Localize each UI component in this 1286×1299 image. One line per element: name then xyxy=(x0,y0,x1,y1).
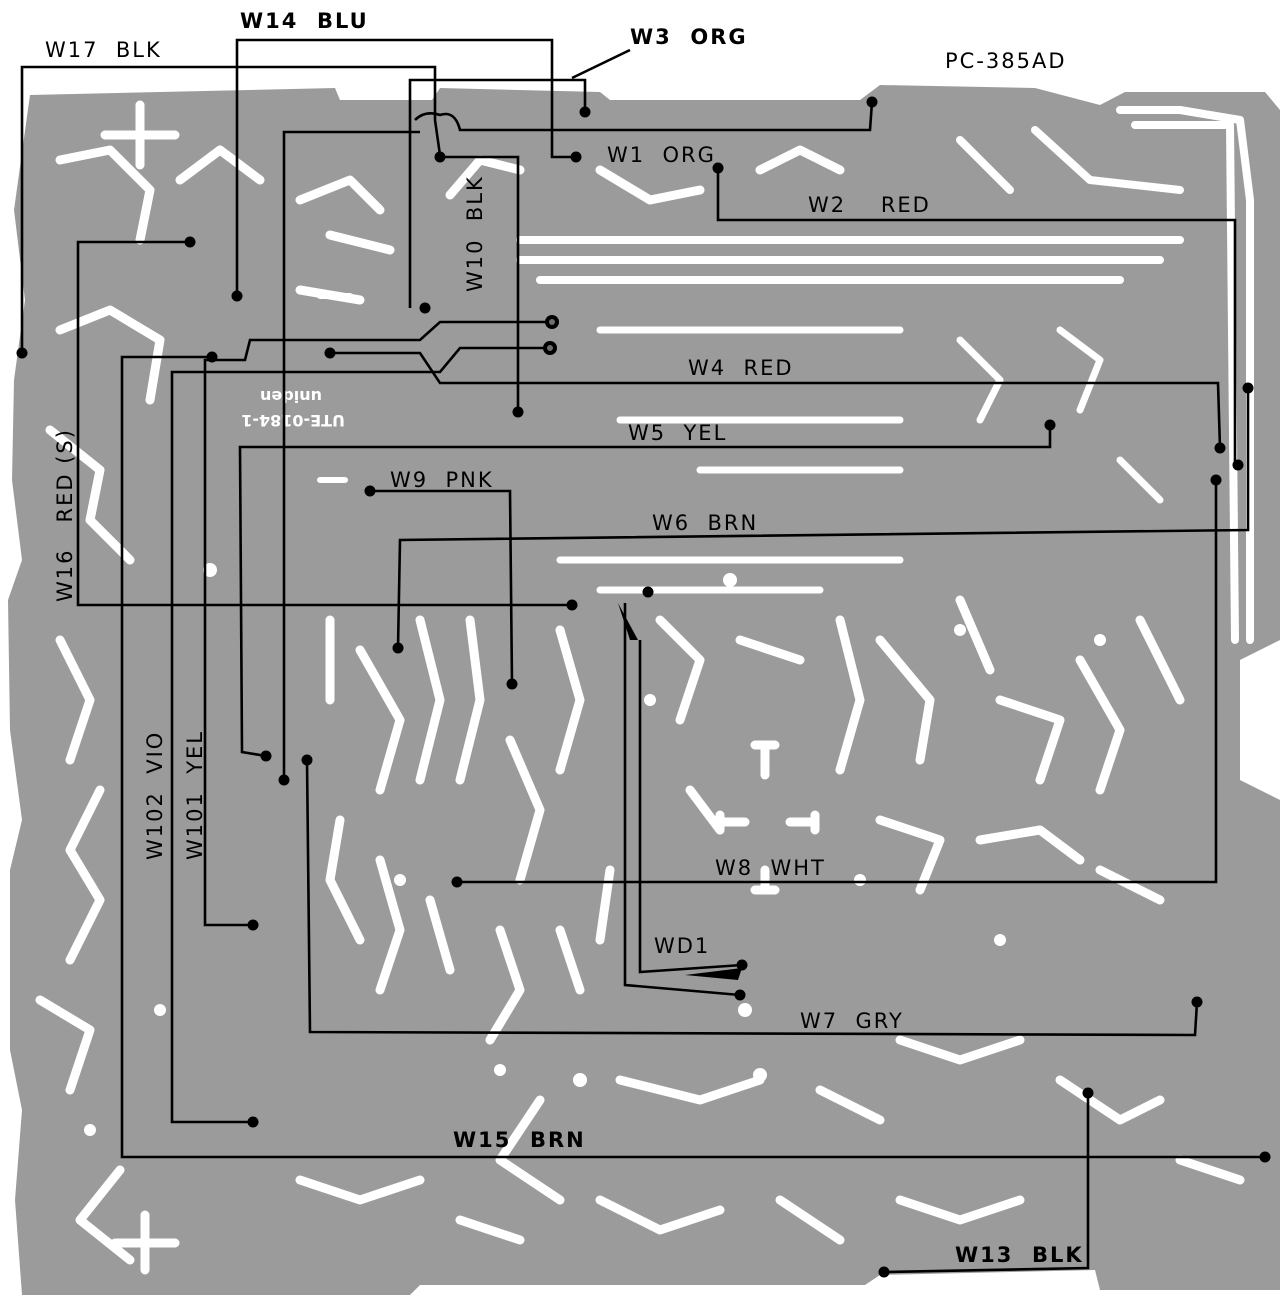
wire-w2 xyxy=(716,168,1237,465)
label-w16: W16 RED (S) xyxy=(53,428,77,602)
label-w4: W4 RED xyxy=(688,356,794,380)
wire-w102 xyxy=(120,355,1265,1159)
wire-w7 xyxy=(305,759,1199,1037)
label-w10: W10 BLK xyxy=(463,175,487,292)
label-w5: W5 YEL xyxy=(628,421,727,445)
label-w1: W1 ORG xyxy=(607,143,716,167)
label-w9: W9 PNK xyxy=(390,468,494,492)
wire-w9 xyxy=(370,489,514,685)
label-w6: W6 BRN xyxy=(652,511,758,535)
wire-w14 xyxy=(235,38,576,296)
label-w7: W7 GRY xyxy=(800,1009,904,1033)
label-w3: W3 ORG xyxy=(630,25,748,49)
wire-w10 xyxy=(440,155,520,412)
label-w14: W14 BLU xyxy=(240,9,369,33)
silk-brand-text: uniden xyxy=(260,387,322,406)
pcb-traces xyxy=(35,100,1254,1275)
wire-w8 xyxy=(457,480,1218,884)
model-label: PC-385AD xyxy=(945,49,1067,73)
wire-w3 xyxy=(408,78,587,308)
wire-w17 xyxy=(20,65,442,353)
wire-w4b xyxy=(396,388,1250,649)
wire-labels: PC-385AD W17 BLK W14 BLU W3 ORG W1 ORG W… xyxy=(45,9,1084,1267)
silk-part-text: UTE-0184-1 xyxy=(241,411,345,430)
pcb-board xyxy=(8,85,1280,1295)
label-wd1: WD1 xyxy=(654,934,710,958)
wire-w-center xyxy=(282,130,420,780)
label-w2: W2 RED xyxy=(808,193,931,217)
wire-w101 xyxy=(170,346,550,1124)
pcb-pads xyxy=(84,563,1106,1136)
wire-w1 xyxy=(414,101,874,132)
label-w101: W101 YEL xyxy=(183,730,207,860)
label-w102: W102 VIO xyxy=(143,731,167,860)
wire-w16 xyxy=(76,240,572,607)
label-w17: W17 BLK xyxy=(45,38,162,62)
jumper-wires xyxy=(20,38,1265,1274)
label-w8: W8 WHT xyxy=(715,856,826,880)
solder-points xyxy=(16,96,1271,1278)
label-w15: W15 BRN xyxy=(453,1128,586,1152)
label-w13: W13 BLK xyxy=(955,1243,1084,1267)
wire-w4 xyxy=(330,351,1222,449)
wire-w5 xyxy=(238,425,1052,758)
wire-wd1 xyxy=(623,603,743,997)
wire-w3-arrow xyxy=(571,48,631,80)
wire-w10-ext xyxy=(203,320,552,927)
wire-w13 xyxy=(883,1093,1090,1274)
